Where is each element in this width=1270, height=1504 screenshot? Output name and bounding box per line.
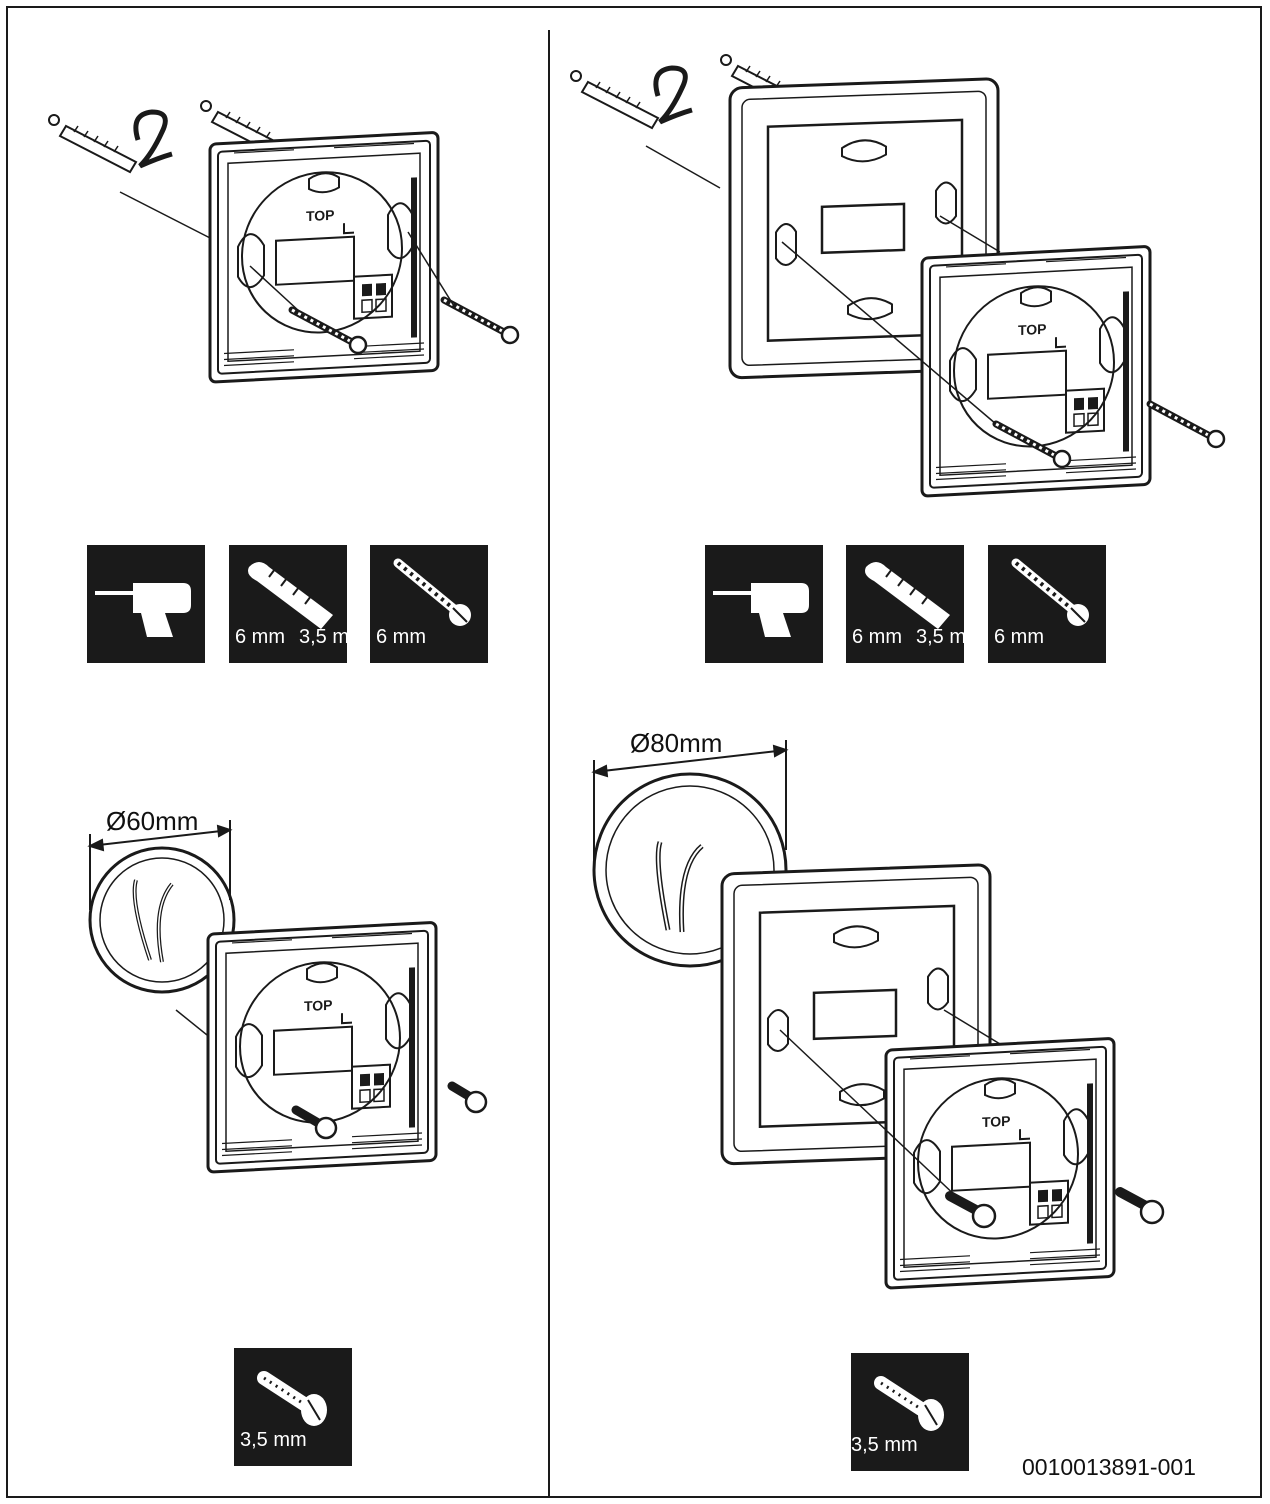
screw-bottom-right-1 bbox=[945, 1191, 997, 1229]
tool-tile-drill bbox=[87, 545, 205, 663]
screw-top-left-2 bbox=[444, 300, 518, 343]
tool-tile-wall-plug: 6 mm 3,5 mm bbox=[229, 545, 347, 663]
machine-screw-icon bbox=[874, 1376, 944, 1431]
wood-screw-size-label: 6 mm bbox=[994, 626, 1044, 648]
machine-screw-size-label: 3,5 mm bbox=[240, 1429, 307, 1451]
hook-tool bbox=[656, 68, 692, 122]
wall-plug-size-label: 6 mm bbox=[852, 626, 902, 648]
screw-bottom-right-2 bbox=[1115, 1187, 1165, 1225]
tool-tile-wall-plug: 6 mm 3,5 mm bbox=[846, 545, 964, 663]
machine-screw-size-label: 3,5 mm bbox=[851, 1434, 918, 1456]
top-marker: TOP bbox=[982, 1113, 1011, 1130]
screw-bottom-left-2 bbox=[447, 1081, 488, 1114]
tool-tile-drill bbox=[705, 545, 823, 663]
wood-screw-icon bbox=[393, 558, 471, 626]
top-marker: TOP bbox=[306, 207, 335, 224]
hook-tool bbox=[136, 112, 172, 166]
drill-icon bbox=[713, 583, 809, 637]
wood-screw-size-label: 6 mm bbox=[376, 626, 426, 648]
column-divider bbox=[548, 30, 550, 1496]
dimension-line-80mm bbox=[591, 740, 789, 860]
box-diameter-60-label: Ø60mm bbox=[106, 806, 199, 836]
screw-bottom-left-1 bbox=[291, 1105, 338, 1140]
base-plate-bottom-left: TOP bbox=[208, 922, 436, 1172]
machine-screw-icon bbox=[257, 1371, 327, 1426]
tool-tile-machine-screw: 3,5 mm bbox=[851, 1353, 969, 1471]
figure-id: 0010013891-001 bbox=[1022, 1454, 1196, 1480]
wall-plug-left bbox=[48, 114, 137, 173]
base-plate-top-left: TOP bbox=[210, 132, 438, 382]
box-diameter-80-label: Ø80mm bbox=[630, 728, 723, 758]
top-marker: TOP bbox=[1018, 321, 1047, 338]
wood-screw-icon bbox=[1011, 558, 1089, 626]
top-marker: TOP bbox=[304, 997, 333, 1014]
screw-size-label: 3,5 mm bbox=[916, 626, 964, 648]
tool-tile-machine-screw: 3,5 mm bbox=[234, 1348, 352, 1466]
wall-plug-icon bbox=[865, 562, 950, 629]
base-plate-top-right: TOP bbox=[922, 246, 1150, 496]
drill-icon bbox=[95, 583, 191, 637]
tool-tile-wood-screw: 6 mm bbox=[370, 545, 488, 663]
wall-plug-left bbox=[570, 70, 659, 129]
base-plate-bottom-right: TOP bbox=[886, 1038, 1114, 1288]
dimension-line-60mm bbox=[87, 820, 233, 910]
junction-box-60mm bbox=[88, 846, 236, 994]
screw-top-right-2 bbox=[1150, 404, 1224, 447]
wall-plug-size-label: 6 mm bbox=[235, 626, 285, 648]
screw-size-label: 3,5 mm bbox=[299, 626, 347, 648]
tool-tile-wood-screw: 6 mm bbox=[988, 545, 1106, 663]
figure-frame bbox=[6, 6, 1262, 1498]
wall-plug-icon bbox=[248, 562, 333, 629]
